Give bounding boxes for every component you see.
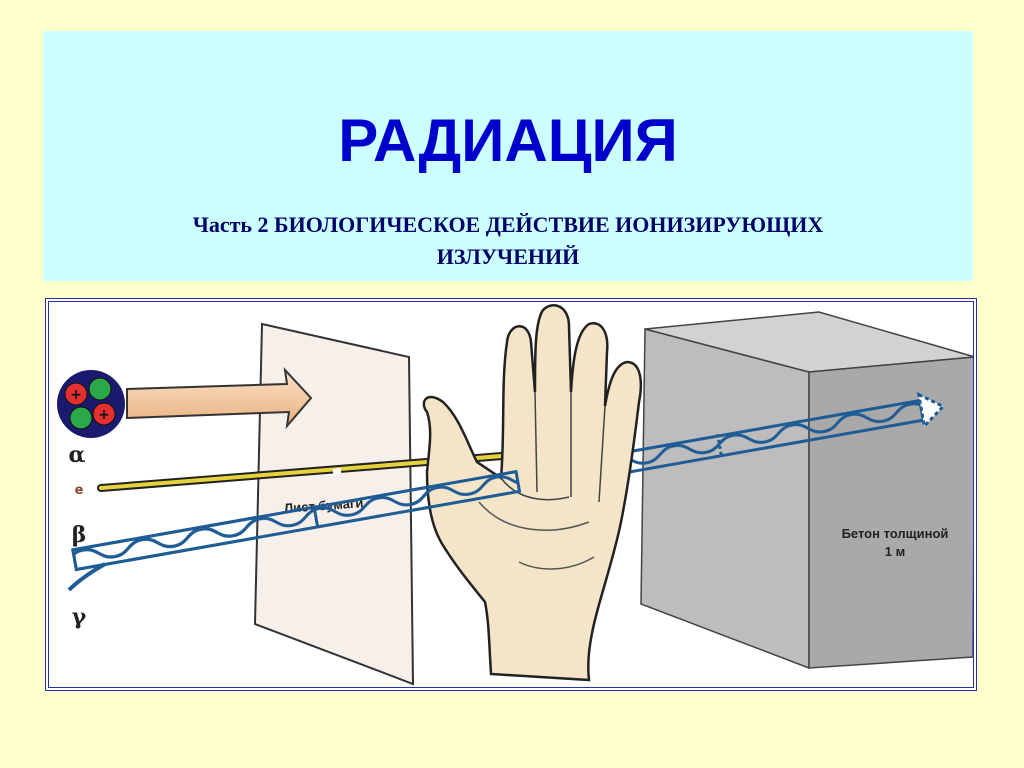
subtitle-line-2: ИЗЛУЧЕНИЙ bbox=[436, 244, 580, 269]
radiation-penetration-illustration: Бетон толщиной 1 м Лист бумаги bbox=[45, 298, 977, 691]
illustration-canvas: Бетон толщиной 1 м Лист бумаги bbox=[57, 304, 973, 686]
slide-title: РАДИАЦИЯ bbox=[338, 107, 678, 174]
subtitle-line-1: Часть 2 БИОЛОГИЧЕСКОЕ ДЕЙСТВИЕ ИОНИЗИРУЮ… bbox=[192, 212, 824, 237]
proton-charge-1: + bbox=[70, 387, 82, 403]
alpha-particle: + + bbox=[57, 366, 313, 438]
electron-label: e bbox=[75, 483, 84, 498]
proton-charge-2: + bbox=[98, 407, 110, 423]
gamma-label: γ bbox=[72, 604, 87, 630]
concrete-label-line-1: Бетон толщиной bbox=[842, 526, 949, 541]
nucleus-icon bbox=[57, 370, 125, 438]
alpha-label: α bbox=[69, 442, 86, 468]
concrete-label-line-2: 1 м bbox=[885, 544, 905, 559]
gamma-ray-front bbox=[71, 469, 522, 572]
concrete-block: Бетон толщиной 1 м bbox=[640, 311, 973, 670]
slide-subtitle: Часть 2 БИОЛОГИЧЕСКОЕ ДЕЙСТВИЕ ИОНИЗИРУЮ… bbox=[43, 209, 973, 273]
title-panel: РАДИАЦИЯ Часть 2 БИОЛОГИЧЕСКОЕ ДЕЙСТВИЕ … bbox=[43, 31, 973, 281]
hand-illustration bbox=[422, 304, 643, 682]
beta-label: β bbox=[72, 522, 87, 548]
